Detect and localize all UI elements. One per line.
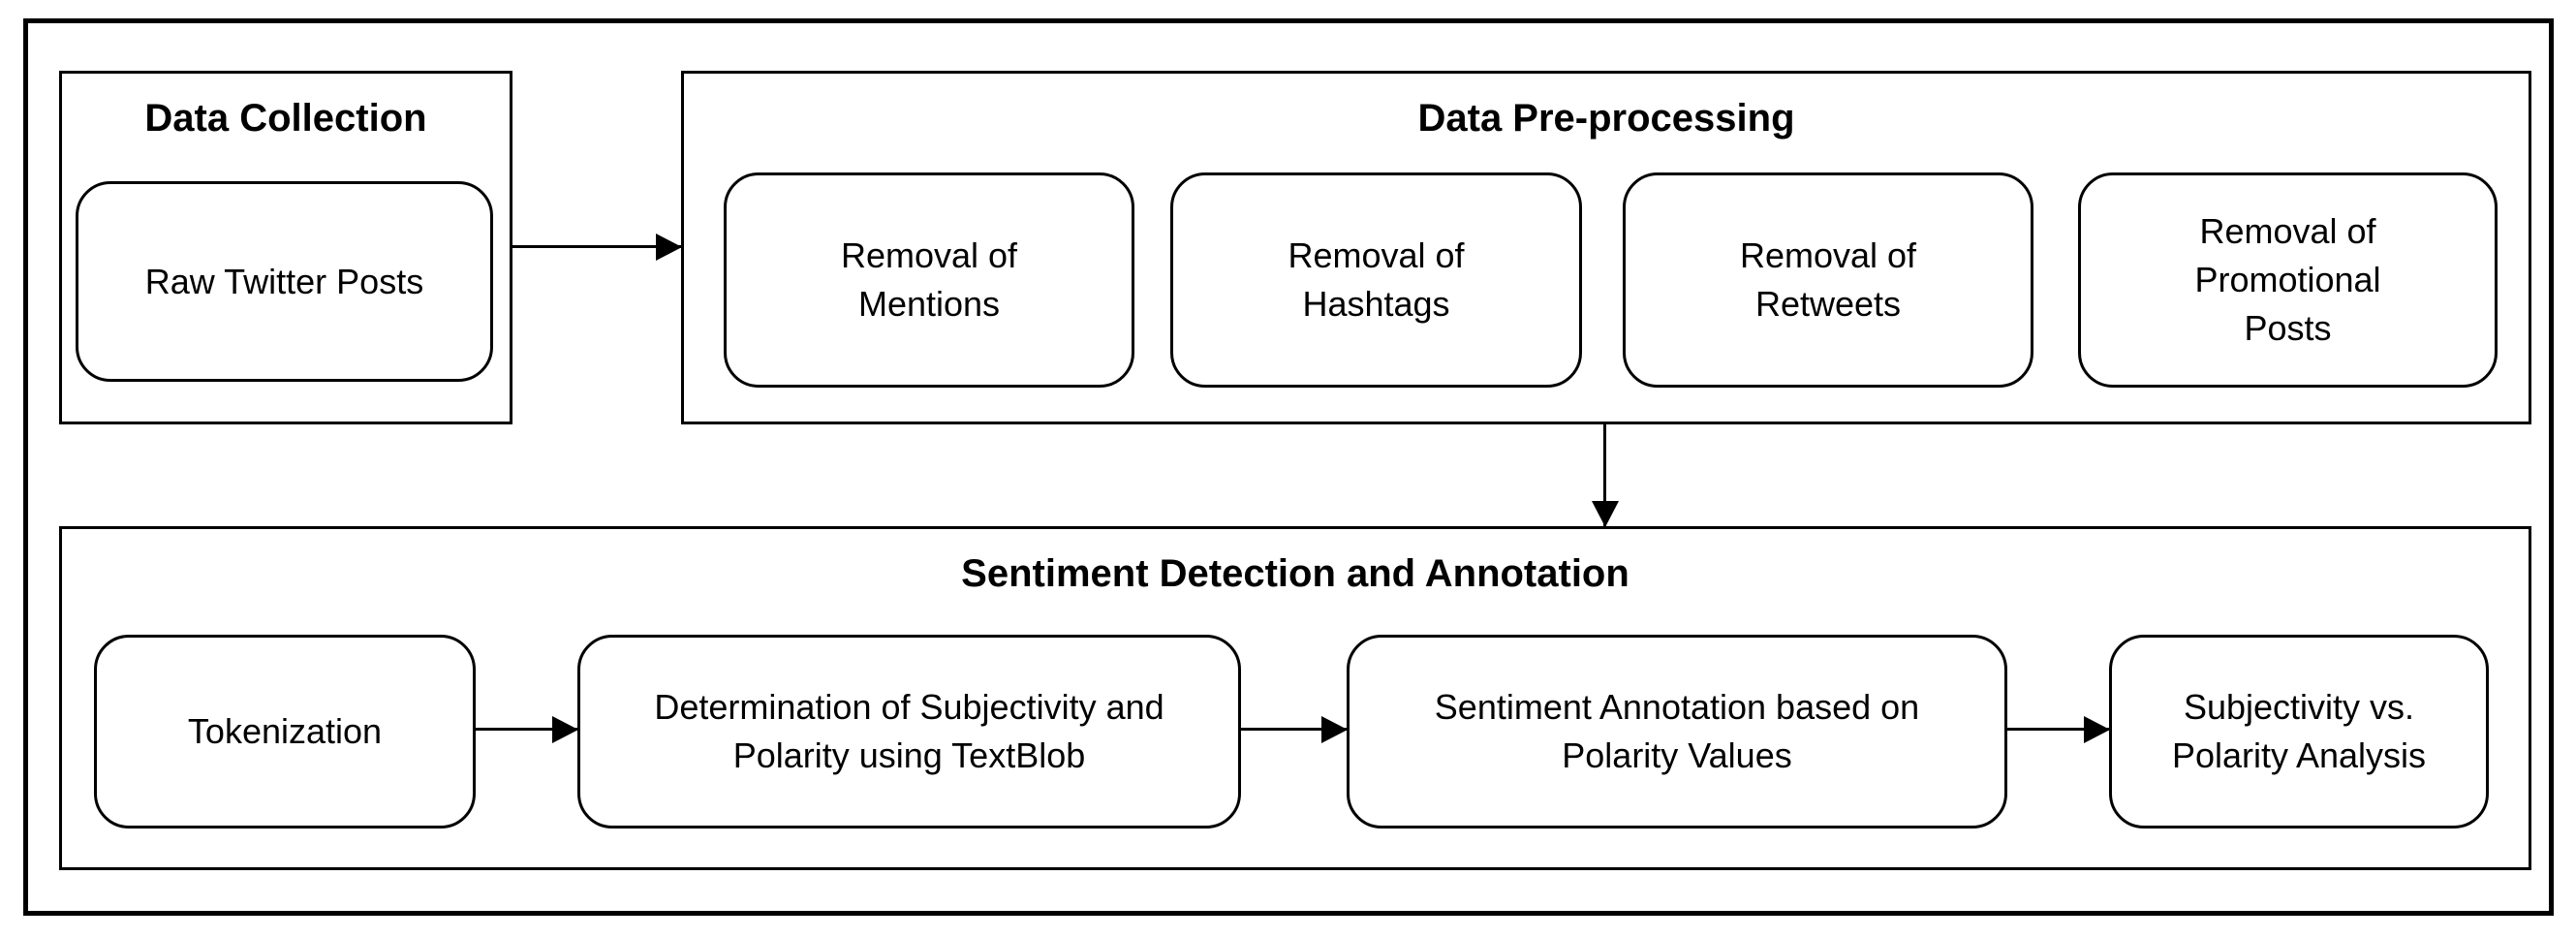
node-removal-of-retweets: Removal of Retweets xyxy=(1623,172,2033,388)
node-removal-of-mentions: Removal of Mentions xyxy=(724,172,1134,388)
flow-arrow-preprocessing-to-sentiment xyxy=(1591,424,1619,527)
node-tokenization: Tokenization xyxy=(94,635,476,829)
flow-arrow-tokenization-to-determination xyxy=(476,715,578,743)
arrow-head-right-icon xyxy=(552,715,578,743)
node-label: Subjectivity vs. Polarity Analysis xyxy=(2171,687,2427,775)
section-title-data-preprocessing: Data Pre-processing xyxy=(1417,97,1795,140)
arrow-head-right-icon xyxy=(656,233,682,261)
node-label: Removal of Hashtags xyxy=(1288,235,1465,324)
node-removal-of-promotional-posts: Removal of Promotional Posts xyxy=(2078,172,2498,388)
node-label: Sentiment Annotation based on Polarity V… xyxy=(1434,687,1920,775)
flow-arrow-annotation-to-analysis xyxy=(2007,715,2110,743)
section-sentiment-detection: Sentiment Detection and Annotation Token… xyxy=(59,526,2531,870)
node-raw-twitter-posts: Raw Twitter Posts xyxy=(76,181,493,382)
flow-arrow-collection-to-preprocessing xyxy=(512,233,682,261)
node-removal-of-hashtags: Removal of Hashtags xyxy=(1170,172,1582,388)
node-sentiment-annotation: Sentiment Annotation based on Polarity V… xyxy=(1347,635,2007,829)
flow-arrow-determination-to-annotation xyxy=(1241,715,1348,743)
section-data-preprocessing: Data Pre-processing Removal of Mentions … xyxy=(681,71,2531,424)
node-label: Removal of Promotional Posts xyxy=(2194,211,2381,348)
arrow-head-right-icon xyxy=(2084,715,2110,743)
node-label: Determination of Subjectivity and Polari… xyxy=(654,687,1164,775)
section-title-sentiment-detection: Sentiment Detection and Annotation xyxy=(961,552,1629,595)
node-subjectivity-vs-polarity-analysis: Subjectivity vs. Polarity Analysis xyxy=(2109,635,2489,829)
node-determination-subjectivity-polarity: Determination of Subjectivity and Polari… xyxy=(577,635,1241,829)
node-label: Tokenization xyxy=(187,711,383,752)
arrow-head-right-icon xyxy=(1321,715,1348,743)
node-label: Raw Twitter Posts xyxy=(144,261,424,301)
node-label: Removal of Retweets xyxy=(1739,235,1917,324)
section-title-data-collection: Data Collection xyxy=(144,97,427,140)
arrow-head-down-icon xyxy=(1591,501,1619,527)
node-label: Removal of Mentions xyxy=(840,235,1018,324)
section-data-collection: Data Collection Raw Twitter Posts xyxy=(59,71,512,424)
